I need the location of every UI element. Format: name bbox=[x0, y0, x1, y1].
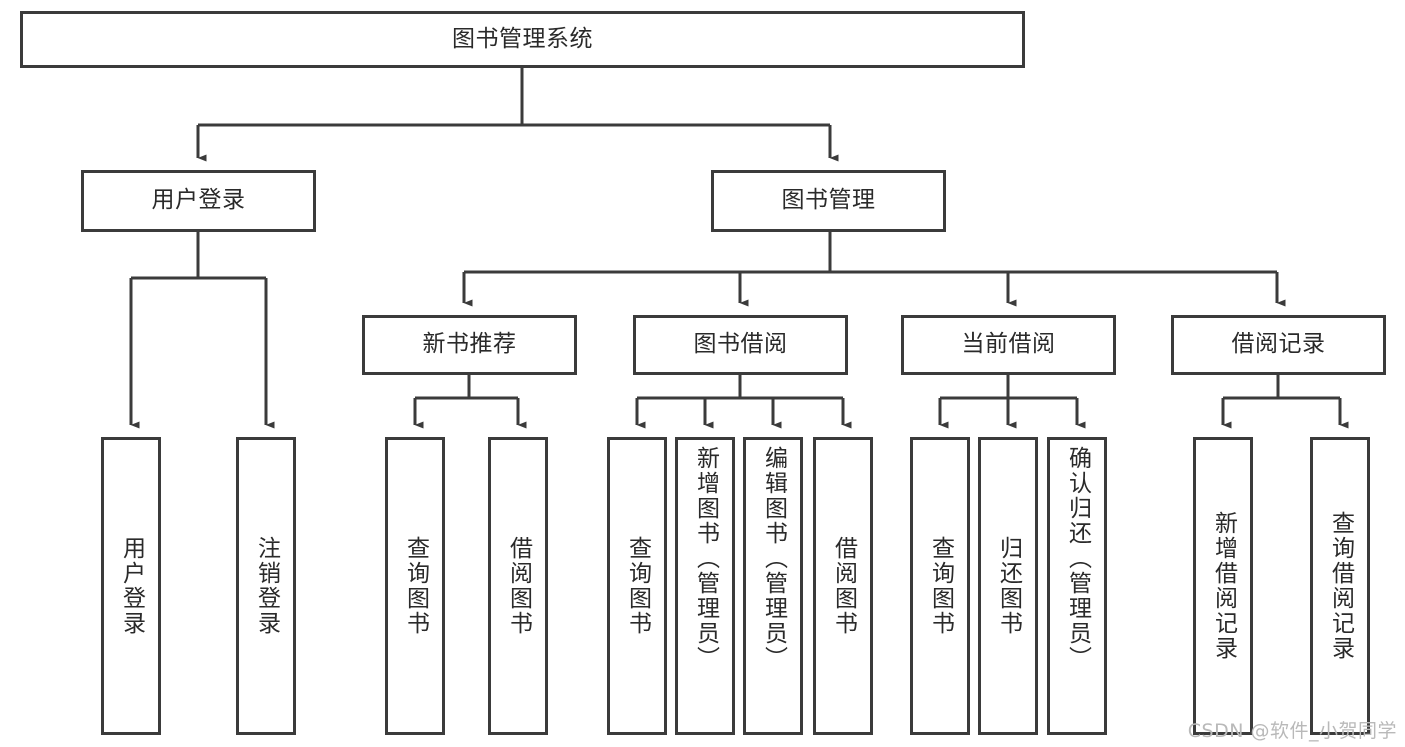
node-label: 用户登录 bbox=[151, 187, 246, 214]
node-user-login[interactable]: 用户登录 bbox=[81, 170, 316, 232]
watermark-text: CSDN @软件_小贺同学 bbox=[1187, 720, 1397, 742]
leaf-text-wrap: 确认归还（管理员） bbox=[1050, 440, 1104, 732]
node-new-book-recommend[interactable]: 新书推荐 bbox=[362, 315, 577, 375]
node-leaf-user-login[interactable]: 用户登录 bbox=[101, 437, 161, 735]
node-leaf-edit-book-admin[interactable]: 编辑图书（管理员） bbox=[743, 437, 803, 735]
leaf-text-wrap: 查询借阅记录 bbox=[1313, 440, 1367, 732]
leaf-text-wrap: 用户登录 bbox=[104, 440, 158, 732]
node-current-borrow[interactable]: 当前借阅 bbox=[901, 315, 1116, 375]
node-label: 归还图书 bbox=[995, 536, 1022, 636]
node-leaf-query-book-recommend[interactable]: 查询图书 bbox=[385, 437, 445, 735]
node-label: 确认归还（管理员） bbox=[1064, 446, 1091, 671]
node-label: 图书管理 bbox=[781, 187, 876, 214]
node-leaf-confirm-return-admin[interactable]: 确认归还（管理员） bbox=[1047, 437, 1107, 735]
node-leaf-return-book[interactable]: 归还图书 bbox=[978, 437, 1038, 735]
leaf-text-wrap: 编辑图书（管理员） bbox=[746, 440, 800, 732]
node-borrow-record[interactable]: 借阅记录 bbox=[1171, 315, 1386, 375]
node-leaf-borrow-book[interactable]: 借阅图书 bbox=[813, 437, 873, 735]
node-book-borrow[interactable]: 图书借阅 bbox=[633, 315, 848, 375]
leaf-text-wrap: 归还图书 bbox=[981, 440, 1035, 732]
node-label: 查询借阅记录 bbox=[1327, 511, 1354, 661]
node-label: 当前借阅 bbox=[961, 331, 1056, 358]
node-label: 图书借阅 bbox=[693, 331, 788, 358]
node-root-book-management-system[interactable]: 图书管理系统 bbox=[20, 11, 1025, 68]
leaf-text-wrap: 借阅图书 bbox=[491, 440, 545, 732]
leaf-text-wrap: 查询图书 bbox=[388, 440, 442, 732]
node-label: 借阅图书 bbox=[505, 536, 532, 636]
node-leaf-query-book-borrow[interactable]: 查询图书 bbox=[607, 437, 667, 735]
node-leaf-add-book-admin[interactable]: 新增图书（管理员） bbox=[675, 437, 735, 735]
node-label: 查询图书 bbox=[402, 536, 429, 636]
node-label: 新增借阅记录 bbox=[1210, 511, 1237, 661]
node-label: 图书管理系统 bbox=[452, 25, 593, 52]
node-label: 新书推荐 bbox=[422, 331, 517, 358]
node-leaf-add-borrow-record[interactable]: 新增借阅记录 bbox=[1193, 437, 1253, 735]
node-label: 借阅图书 bbox=[830, 536, 857, 636]
node-label: 编辑图书（管理员） bbox=[760, 446, 787, 671]
node-label: 借阅记录 bbox=[1231, 331, 1326, 358]
leaf-text-wrap: 新增借阅记录 bbox=[1196, 440, 1250, 732]
node-label: 注销登录 bbox=[253, 536, 280, 636]
node-leaf-query-borrow-record[interactable]: 查询借阅记录 bbox=[1310, 437, 1370, 735]
node-book-management[interactable]: 图书管理 bbox=[711, 170, 946, 232]
node-label: 查询图书 bbox=[624, 536, 651, 636]
node-leaf-logout[interactable]: 注销登录 bbox=[236, 437, 296, 735]
leaf-text-wrap: 新增图书（管理员） bbox=[678, 440, 732, 732]
leaf-text-wrap: 注销登录 bbox=[239, 440, 293, 732]
node-leaf-query-book-current[interactable]: 查询图书 bbox=[910, 437, 970, 735]
node-label: 用户登录 bbox=[118, 536, 145, 636]
node-label: 新增图书（管理员） bbox=[692, 446, 719, 671]
leaf-text-wrap: 查询图书 bbox=[913, 440, 967, 732]
leaf-text-wrap: 借阅图书 bbox=[816, 440, 870, 732]
node-label: 查询图书 bbox=[927, 536, 954, 636]
leaf-text-wrap: 查询图书 bbox=[610, 440, 664, 732]
node-leaf-borrow-book-recommend[interactable]: 借阅图书 bbox=[488, 437, 548, 735]
